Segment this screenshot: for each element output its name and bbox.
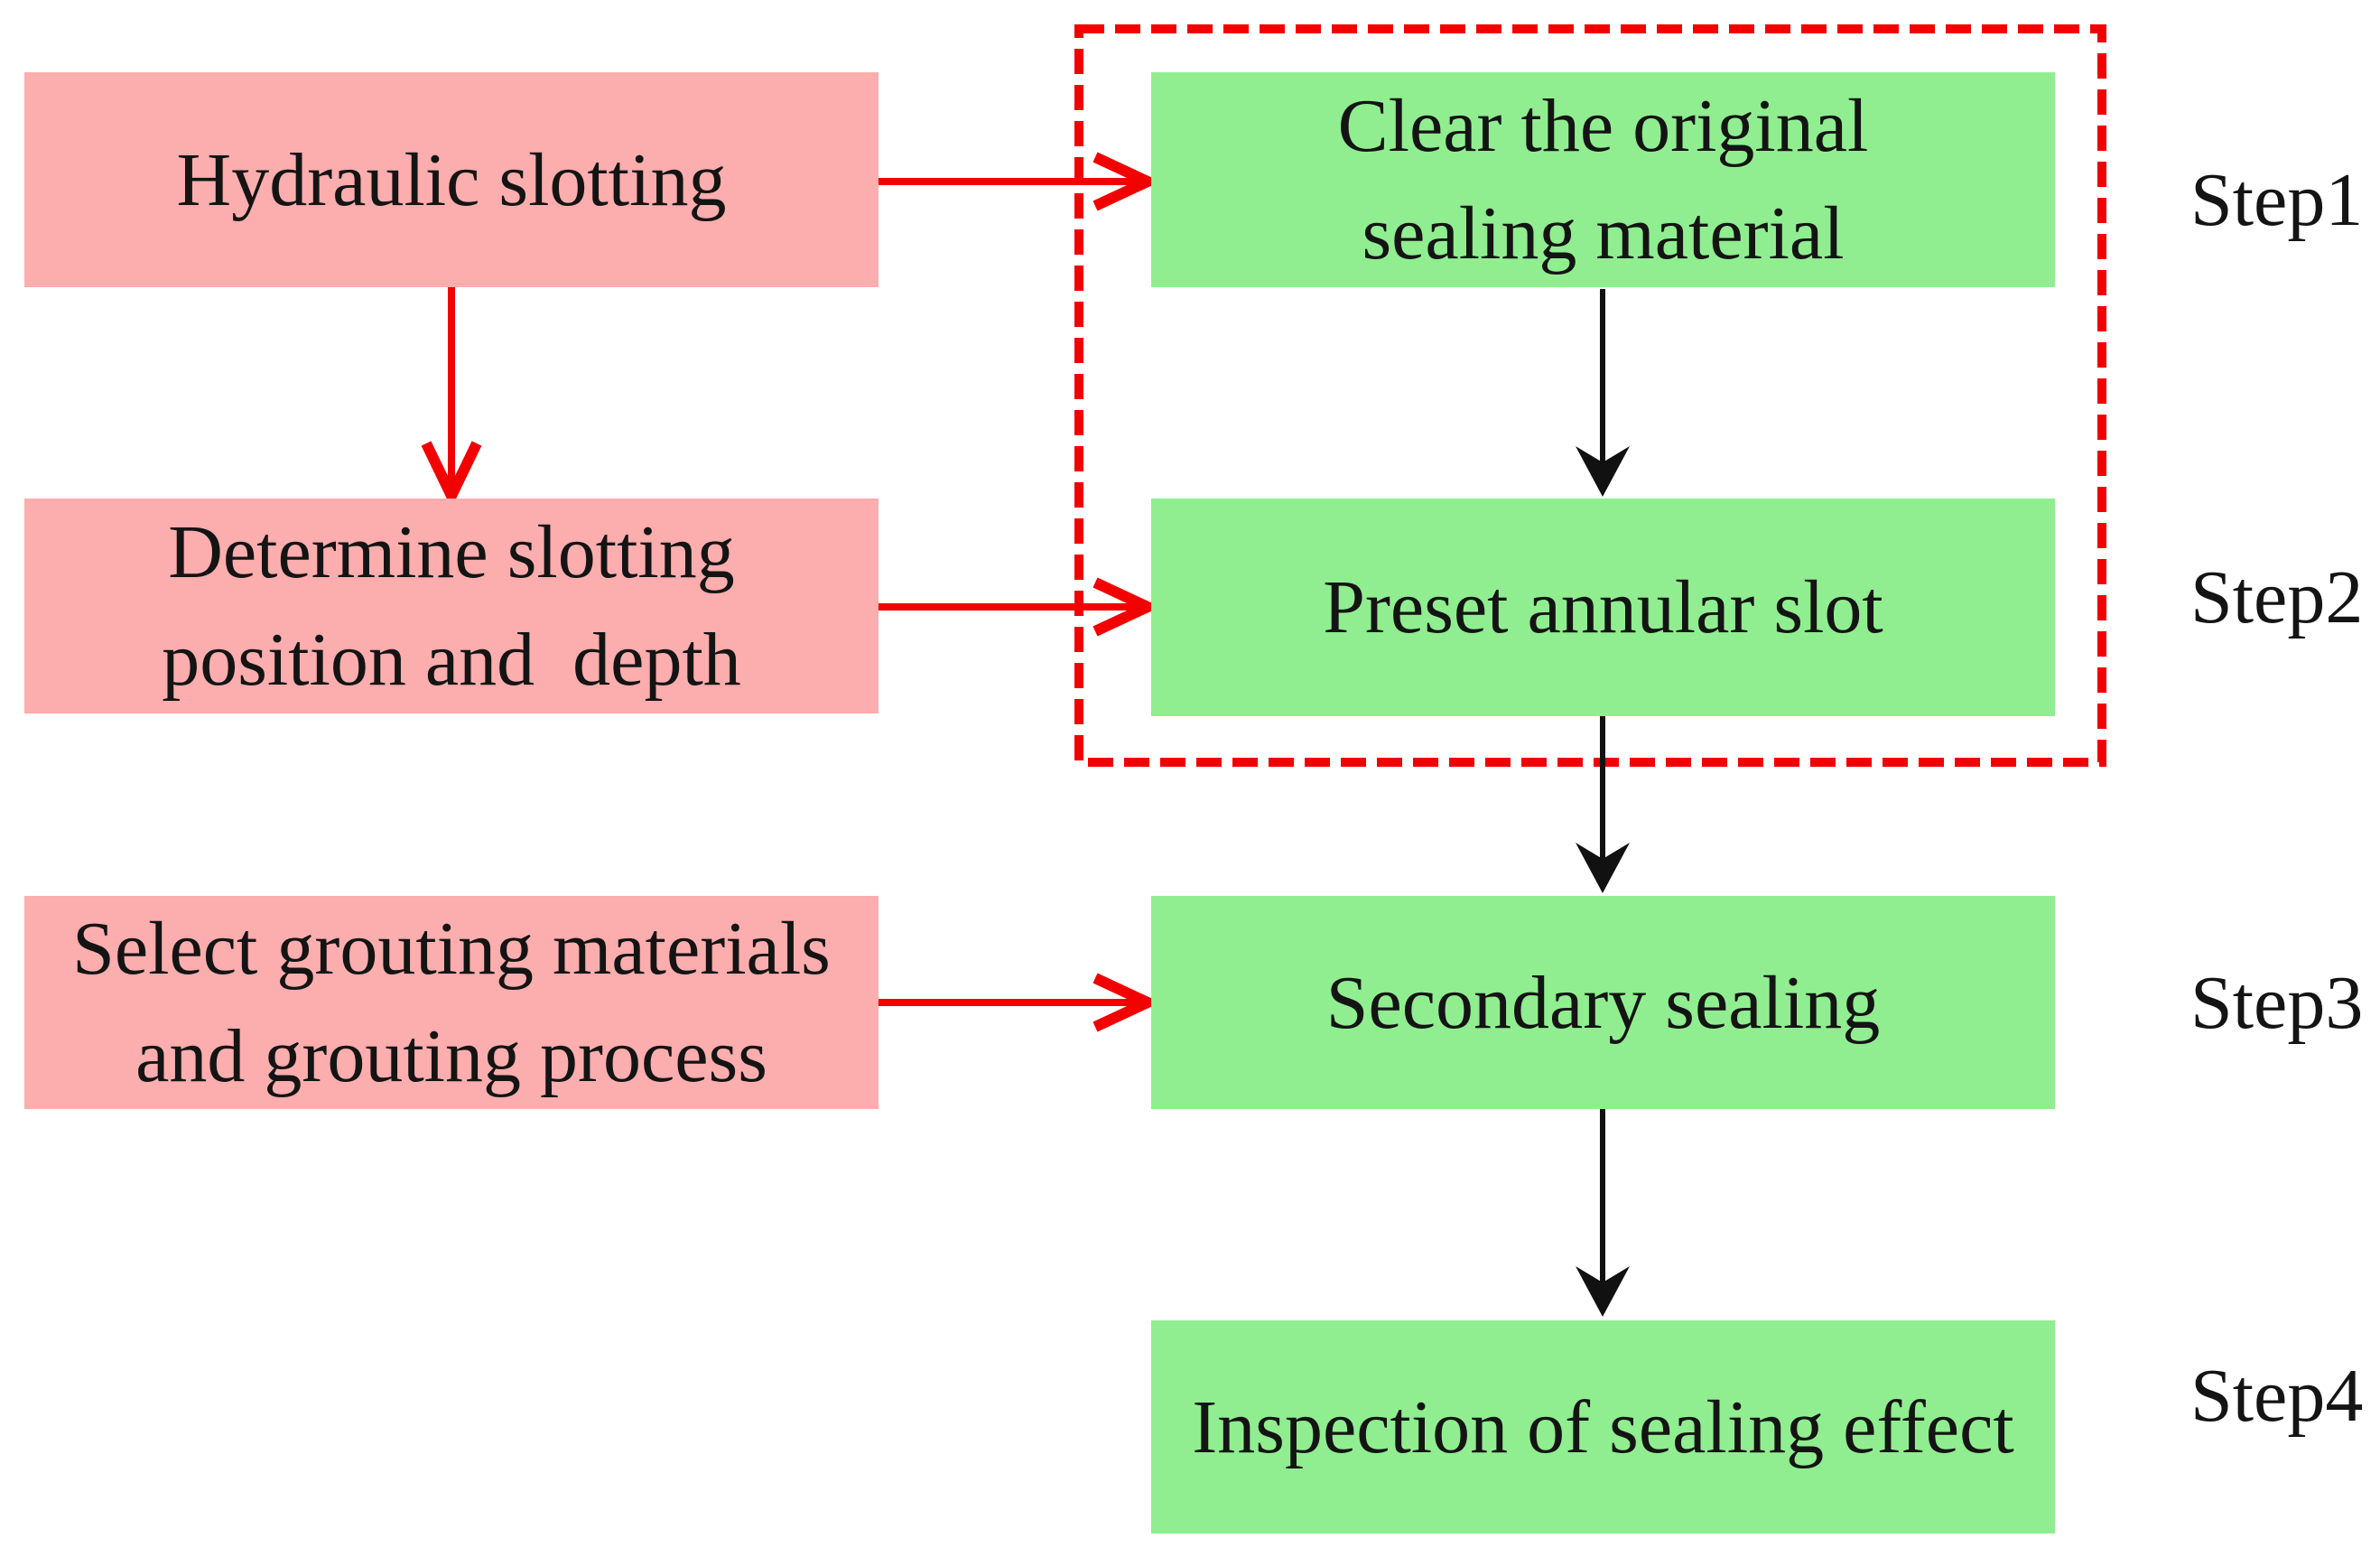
step-label-4: Step4 (2190, 1341, 2380, 1450)
step-label-2-text: Step2 (2190, 555, 2364, 639)
green-box-secondary-sealing: Secondary sealing (1151, 896, 2055, 1109)
red-arrow-select-to-secondary (879, 973, 1161, 1032)
pink-box-select-grouting: Select grouting materials and grouting p… (24, 896, 879, 1109)
red-arrow-determine-to-preset (879, 577, 1161, 637)
green-box-inspection-sealing-effect-label: Inspection of sealing effect (1192, 1385, 2014, 1469)
green-box-preset-annular-slot: Preset annular slot (1151, 499, 2055, 716)
green-box-secondary-sealing-label: Secondary sealing (1325, 960, 1881, 1045)
green-box-preset-annular-slot-label: Preset annular slot (1323, 565, 1883, 649)
black-arrow-preset-to-secondary (1576, 716, 1630, 893)
black-arrow-clear-to-preset (1576, 289, 1630, 497)
red-arrow-hydraulic-to-clear (879, 152, 1161, 211)
green-box-clear-sealing-material: Clear the original sealing material (1151, 72, 2055, 287)
pink-box-determine-slotting: Determine slotting position and depth (24, 499, 879, 713)
pink-box-determine-slotting-label: Determine slotting position and depth (162, 510, 741, 702)
green-box-clear-sealing-material-label: Clear the original sealing material (1337, 84, 1869, 275)
step-label-4-text: Step4 (2190, 1353, 2364, 1438)
step-label-3-text: Step3 (2190, 960, 2364, 1045)
black-arrow-secondary-to-inspection (1576, 1109, 1630, 1317)
red-arrow-hydraulic-to-determine (421, 287, 482, 508)
step-label-2: Step2 (2190, 543, 2380, 651)
step-label-3: Step3 (2190, 948, 2380, 1057)
step-label-1: Step1 (2190, 145, 2380, 254)
green-box-inspection-sealing-effect: Inspection of sealing effect (1151, 1320, 2055, 1534)
pink-box-select-grouting-label: Select grouting materials and grouting p… (72, 907, 831, 1098)
pink-box-hydraulic-slotting-label: Hydraulic slotting (176, 137, 727, 222)
pink-box-hydraulic-slotting: Hydraulic slotting (24, 72, 879, 287)
step-label-1-text: Step1 (2190, 157, 2364, 242)
